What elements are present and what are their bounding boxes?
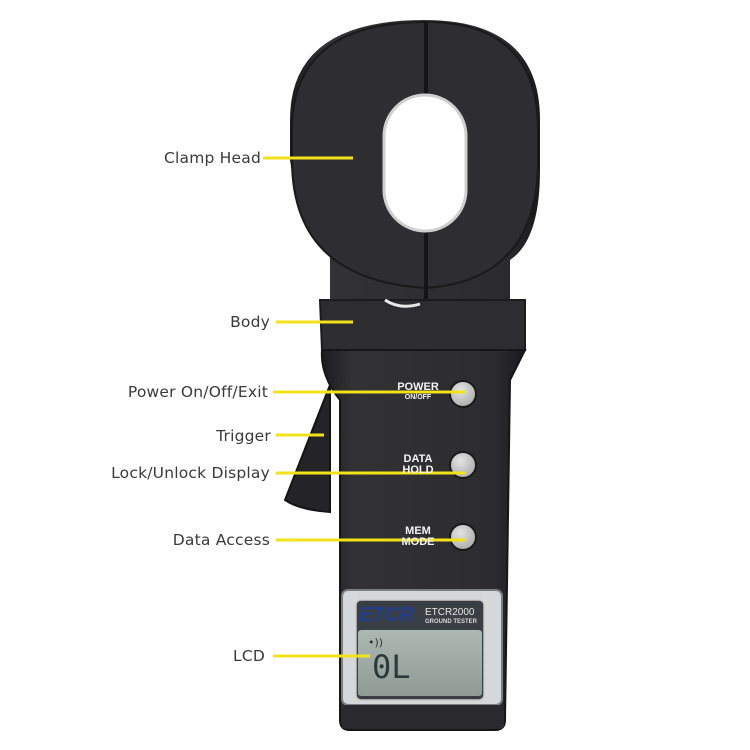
callout-power: Power On/Off/Exit <box>127 383 268 401</box>
leader-lcd <box>273 654 370 658</box>
lcd-reading: 0L <box>372 648 411 686</box>
mem-mode-button-label: MEM MODE <box>401 525 435 548</box>
callout-lcd: LCD <box>233 647 265 665</box>
callout-data-access: Data Access <box>172 531 270 549</box>
power-button-cap <box>449 380 477 408</box>
leader-clamp-head <box>263 156 353 160</box>
mem-mode-button-cap <box>449 523 477 551</box>
leader-trigger <box>276 433 324 437</box>
model-subtitle: GROUND TESTER <box>425 619 478 625</box>
leader-data-access <box>276 538 466 542</box>
leader-data-hold <box>276 471 466 475</box>
data-hold-button-label: DATA HOLD <box>402 453 434 476</box>
callout-body: Body <box>230 313 270 331</box>
trigger <box>283 384 331 514</box>
leader-body <box>276 320 353 324</box>
clamp-head <box>290 20 540 300</box>
brand-logo: ETCR <box>359 604 414 626</box>
leader-power <box>273 390 465 394</box>
model-name: ETCR2000 <box>425 607 475 618</box>
callout-trigger: Trigger <box>216 427 271 445</box>
callout-clamp-head: Clamp Head <box>163 149 261 167</box>
sound-wave-icon: •)) <box>368 636 384 649</box>
callout-lock-unlock: Lock/Unlock Display <box>111 464 270 482</box>
body-collar <box>318 299 526 351</box>
power-button-label: POWER ON/OFF <box>397 381 439 402</box>
